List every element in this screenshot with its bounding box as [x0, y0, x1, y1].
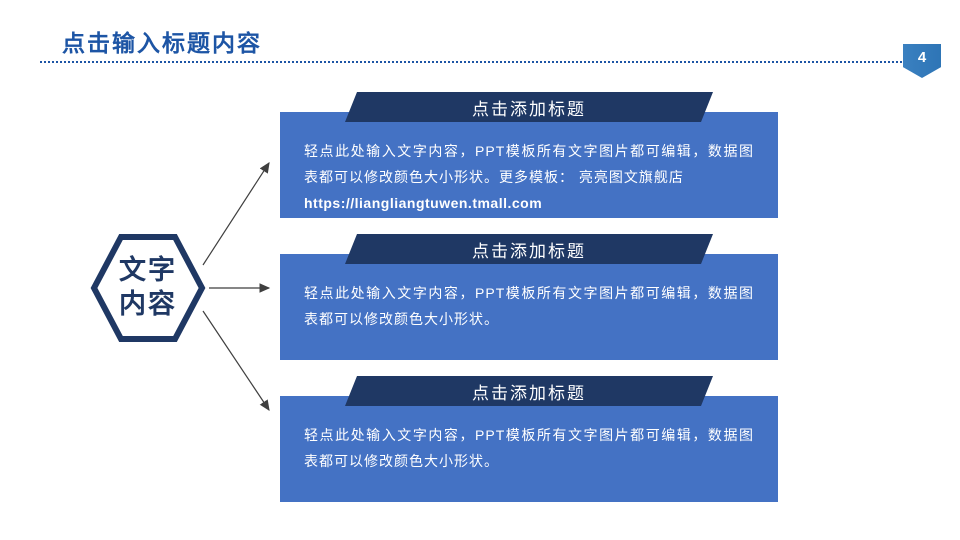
block-link[interactable]: https://liangliangtuwen.tmall.com [304, 195, 543, 211]
block-body-text: 轻点此处输入文字内容，PPT模板所有文字图片都可编辑，数据图表都可以修改颜色大小… [304, 285, 754, 327]
block-header-label: 点击添加标题 [472, 383, 586, 403]
block-body: 轻点此处输入文字内容，PPT模板所有文字图片都可编辑，数据图表都可以修改颜色大小… [280, 396, 778, 502]
page-title: 点击输入标题内容 [62, 30, 262, 56]
block-header: 点击添加标题 [345, 234, 713, 264]
hexagon-label: 文字 内容 [90, 232, 206, 344]
block-body-text: 轻点此处输入文字内容，PPT模板所有文字图片都可编辑，数据图表都可以修改颜色大小… [304, 427, 754, 469]
block-header: 点击添加标题 [345, 92, 713, 122]
block-body: 轻点此处输入文字内容，PPT模板所有文字图片都可编辑，数据图表都可以修改颜色大小… [280, 254, 778, 360]
title-underline-dotted [40, 61, 902, 63]
arrow-line-bottom [202, 310, 270, 411]
content-block-1: 点击添加标题 轻点此处输入文字内容，PPT模板所有文字图片都可编辑，数据图表都可… [280, 92, 778, 218]
hexagon-label-line2: 内容 [119, 289, 177, 319]
page-number-badge: 4 [903, 44, 941, 78]
block-header-label: 点击添加标题 [472, 241, 586, 261]
page-number: 4 [917, 49, 927, 66]
block-header: 点击添加标题 [345, 376, 713, 406]
block-body: 轻点此处输入文字内容，PPT模板所有文字图片都可编辑，数据图表都可以修改颜色大小… [280, 112, 778, 218]
content-block-2: 点击添加标题 轻点此处输入文字内容，PPT模板所有文字图片都可编辑，数据图表都可… [280, 234, 778, 360]
hexagon-shape: 文字 内容 [90, 232, 206, 344]
hexagon-label-line1: 文字 [119, 255, 177, 286]
block-body-text: 轻点此处输入文字内容，PPT模板所有文字图片都可编辑，数据图表都可以修改颜色大小… [304, 143, 754, 185]
arrow-line-top [202, 161, 270, 266]
content-block-3: 点击添加标题 轻点此处输入文字内容，PPT模板所有文字图片都可编辑，数据图表都可… [280, 376, 778, 503]
block-header-label: 点击添加标题 [472, 99, 586, 119]
hexagon-outline-icon [90, 234, 206, 342]
